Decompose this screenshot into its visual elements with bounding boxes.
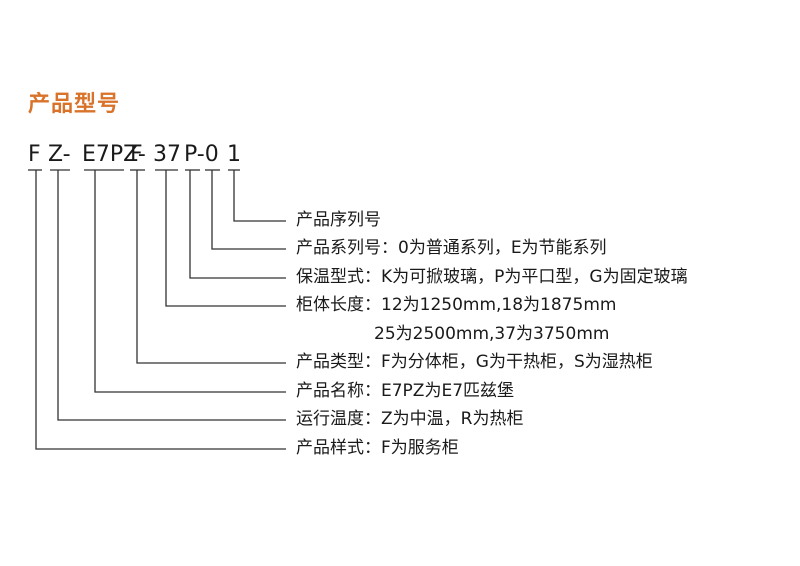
code-segment-temperature: Z-	[48, 142, 71, 167]
desc-serial-number: 产品序列号	[296, 210, 381, 230]
code-segment-style: F	[28, 142, 41, 167]
code-segment-serial: 1	[227, 142, 241, 167]
code-segment-type: F	[130, 142, 143, 167]
desc-cabinet-length-cont: 25为2500mm,37为3750mm	[374, 324, 610, 344]
desc-operating-temperature: 运行温度：Z为中温，R为热柜	[296, 409, 524, 429]
section-title: 产品型号	[28, 92, 121, 117]
desc-product-type: 产品类型：F为分体柜，G为干热柜，S为湿热柜	[296, 352, 653, 372]
code-segment-name: E7PZ-	[82, 142, 146, 167]
code-segment-length: 37	[153, 142, 181, 167]
desc-cabinet-length: 柜体长度：12为1250mm,18为1875mm	[296, 295, 617, 315]
code-segment-insulation-series: P-0	[184, 142, 219, 167]
desc-series-number: 产品系列号：0为普通系列，E为节能系列	[296, 238, 607, 258]
desc-product-style: 产品样式：F为服务柜	[296, 438, 459, 458]
desc-insulation-type: 保温型式：K为可掀玻璃，P为平口型，G为固定玻璃	[296, 267, 688, 287]
desc-product-name: 产品名称：E7PZ为E7匹兹堡	[296, 381, 515, 401]
